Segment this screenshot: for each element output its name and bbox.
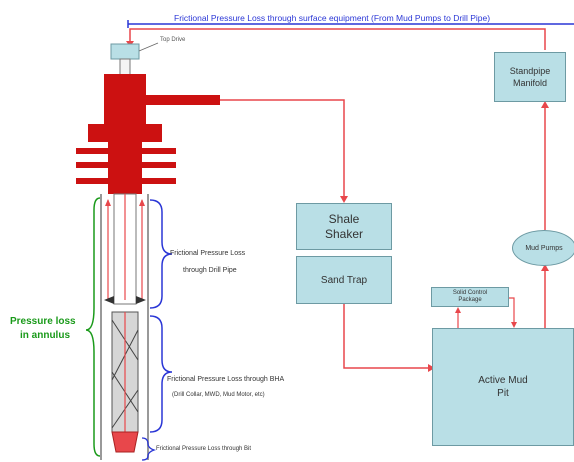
drill-pipe-loss-line1: Frictional Pressure Loss [170, 250, 246, 257]
surface-loss-label: Frictional Pressure Loss through surface… [174, 13, 491, 23]
drill-pipe-brace [149, 199, 173, 309]
flow-arrow-pumps [541, 264, 549, 271]
flow-line-to-shaker [220, 99, 345, 200]
solid-control-label: Solid Control Package [452, 290, 488, 303]
mud-pumps-label: Mud Pumps [525, 244, 563, 252]
swivel-body [104, 74, 146, 126]
flow-arrow-solids [455, 307, 461, 313]
standpipe-manifold-label: Standpipe Manifold [509, 66, 551, 88]
annulus-loss-line1: Pressure loss [10, 316, 76, 327]
shale-shaker-label: Shale Shaker [324, 211, 364, 241]
flow-line-to-pit [343, 304, 432, 369]
standpipe-manifold-box: Standpipe Manifold [494, 52, 566, 102]
sand-trap-label: Sand Trap [320, 274, 368, 286]
bop-ram-2 [76, 162, 176, 168]
annulus-brace [85, 197, 101, 457]
flow-arrow-shaker [340, 196, 348, 203]
top-drive-leader [138, 42, 159, 52]
collar-marker-right [136, 296, 146, 304]
collar-marker-left [104, 296, 114, 304]
flow-arrow-standpipe [541, 101, 549, 108]
annulus-arrow-left [105, 199, 111, 206]
flow-line-solids-to-pit [509, 297, 515, 326]
bop-flange [88, 124, 162, 142]
active-mud-pit-box: Active Mud Pit [432, 328, 574, 446]
mud-pumps-ellipse: Mud Pumps [512, 230, 574, 266]
shale-shaker-box: Shale Shaker [296, 203, 392, 250]
top-drive-stem [119, 58, 131, 76]
flow-arrow-solids-return [511, 322, 517, 328]
bit-brace [141, 437, 157, 461]
bit-loss-label: Frictional Pressure Loss through Bit [156, 446, 252, 452]
top-drive-label: Top Drive [160, 37, 186, 43]
drill-bit [111, 431, 139, 453]
bop-ram-3 [76, 178, 176, 184]
solid-control-box: Solid Control Package [431, 287, 509, 307]
annulus-arrow-right [139, 199, 145, 206]
bop-ram-1 [76, 148, 176, 154]
top-drive-box [110, 43, 140, 60]
flow-arrow-pit [428, 364, 435, 372]
bha-loss-line1: Frictional Pressure Loss through BHA [167, 376, 285, 383]
active-mud-pit-label: Active Mud Pit [478, 375, 528, 399]
sand-trap-box: Sand Trap [296, 256, 392, 304]
flowline-pipe [146, 95, 220, 105]
annulus-loss-line2: in annulus [20, 330, 70, 341]
drill-pipe-loss-line2: through Drill Pipe [183, 267, 237, 274]
flow-line-standpipe-to-topdrive [129, 28, 546, 50]
bha-brace [149, 315, 173, 433]
bha-loss-line2: (Drill Collar, MWD, Mud Motor, etc) [172, 392, 265, 398]
